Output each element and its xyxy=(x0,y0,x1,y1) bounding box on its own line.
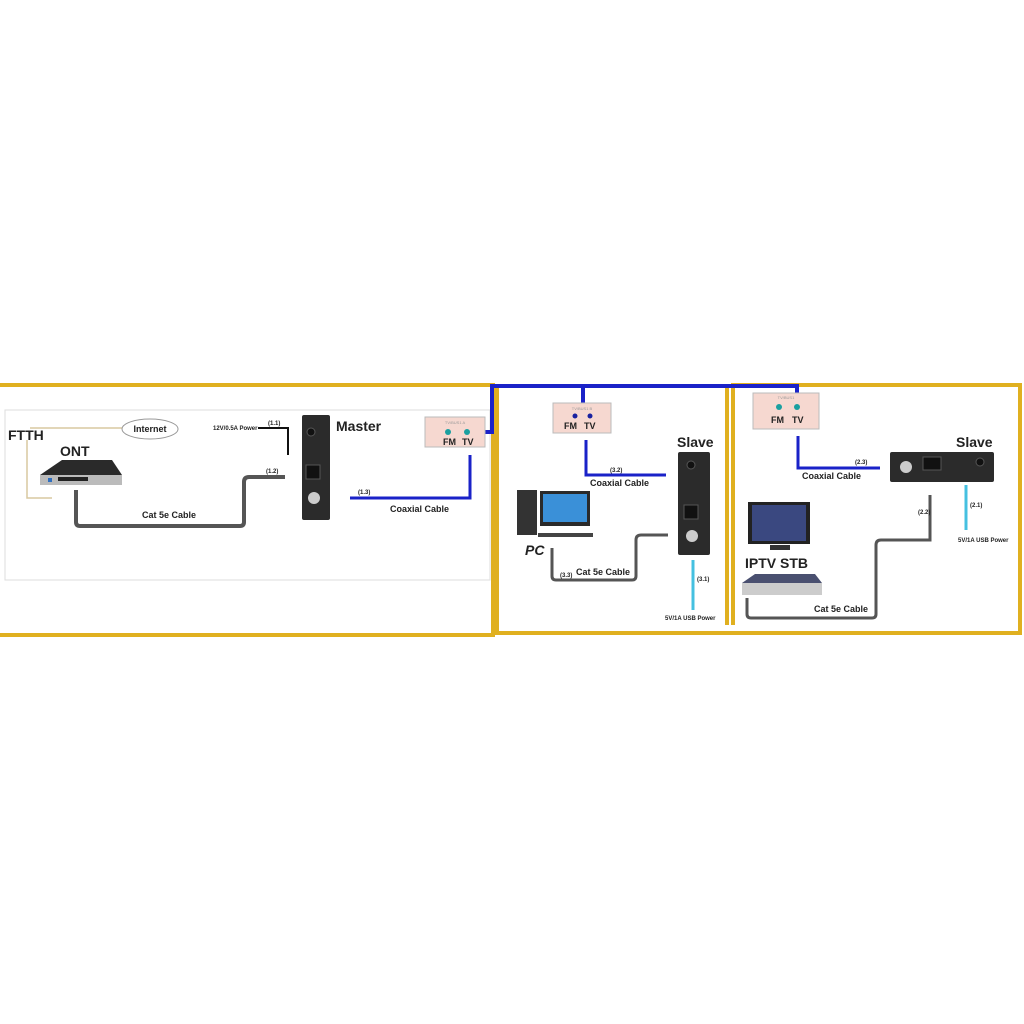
cat5-label-left: Cat 5e Cable xyxy=(142,510,196,520)
fm-port-label: FM xyxy=(771,415,784,425)
port-label-1-3: (1.3) xyxy=(358,490,370,496)
panel-frames xyxy=(0,383,1022,637)
slave-device-middle-icon xyxy=(678,452,710,555)
cat5-label-right: Cat 5e Cable xyxy=(814,604,868,614)
coax-cable-left xyxy=(350,455,472,500)
coax-label-right: Coaxial Cable xyxy=(802,471,861,481)
master-device-icon xyxy=(302,415,330,520)
wall-plate-left: TV/BUS1 A FM TV xyxy=(424,416,486,448)
tv-monitor-icon xyxy=(748,502,810,550)
tv-port-label: TV xyxy=(462,437,474,447)
right-panel: TV/BUS1 FM TV (2.3) Coaxial Cable Slave … xyxy=(742,392,1009,620)
port-label-3-3: (3.3) xyxy=(560,573,572,579)
pc-icon xyxy=(517,490,593,537)
slave-label-right: Slave xyxy=(956,434,993,450)
cat5-cable-left xyxy=(74,475,285,528)
cat5-cable-right xyxy=(745,495,932,620)
fm-port-label: FM xyxy=(564,421,577,431)
ont-device-icon xyxy=(40,460,122,485)
power-cable xyxy=(258,427,289,455)
usb-power-label-middle: 5V/1A USB Power xyxy=(665,616,716,622)
plate-title: TV/BUS1 B xyxy=(572,406,593,411)
usb-power-label-right: 5V/1A USB Power xyxy=(958,538,1009,544)
port-label-3-1: (3.1) xyxy=(697,577,709,583)
slave-label-middle: Slave xyxy=(677,434,714,450)
cat5-label-middle: Cat 5e Cable xyxy=(576,567,630,577)
coax-cable-right xyxy=(796,436,880,470)
left-panel: FTTH Internet ONT Cat 5e Cable 12V/0.5A … xyxy=(8,415,486,528)
left-panel-inner xyxy=(4,409,491,581)
port-label-2-2: (2.2) xyxy=(918,510,930,516)
iptv-stb-label: IPTV STB xyxy=(745,555,808,571)
cat5-cable-middle xyxy=(550,533,668,582)
middle-panel: TV/BUS1 B FM TV (3.2) Coaxial Cable Slav… xyxy=(517,402,716,622)
wall-plate-right: TV/BUS1 FM TV xyxy=(752,392,820,430)
power-label: 12V/0.5A Power xyxy=(213,426,258,432)
port-label-2-3: (2.3) xyxy=(855,460,867,466)
plate-title: TV/BUS1 xyxy=(778,395,795,400)
right-panel-frame xyxy=(495,383,1022,635)
tv-port-label: TV xyxy=(792,415,804,425)
coax-label-middle: Coaxial Cable xyxy=(590,478,649,488)
left-panel-frame xyxy=(0,383,495,637)
coax-cable-middle xyxy=(584,440,666,477)
port-label-3-2: (3.2) xyxy=(610,468,622,474)
ont-label: ONT xyxy=(60,443,90,459)
plate-title: TV/BUS1 A xyxy=(445,420,466,425)
pc-label: PC xyxy=(525,542,545,558)
internet-label: Internet xyxy=(133,424,166,434)
port-label-1-2: (1.2) xyxy=(266,469,278,475)
tv-port-label: TV xyxy=(584,421,596,431)
coax-label-left: Coaxial Cable xyxy=(390,504,449,514)
port-label-1-1: (1.1) xyxy=(268,421,280,427)
internet-cloud-icon xyxy=(121,418,179,440)
wall-plate-middle: TV/BUS1 B FM TV xyxy=(552,402,612,434)
fm-port-label: FM xyxy=(443,437,456,447)
master-label: Master xyxy=(336,418,382,434)
slave-device-right-icon xyxy=(890,452,994,482)
port-label-2-1: (2.1) xyxy=(970,503,982,509)
iptv-stb-device-icon xyxy=(742,574,822,595)
ftth-label: FTTH xyxy=(8,427,44,443)
coax-trunk xyxy=(476,384,799,434)
fiber-line xyxy=(26,427,125,499)
